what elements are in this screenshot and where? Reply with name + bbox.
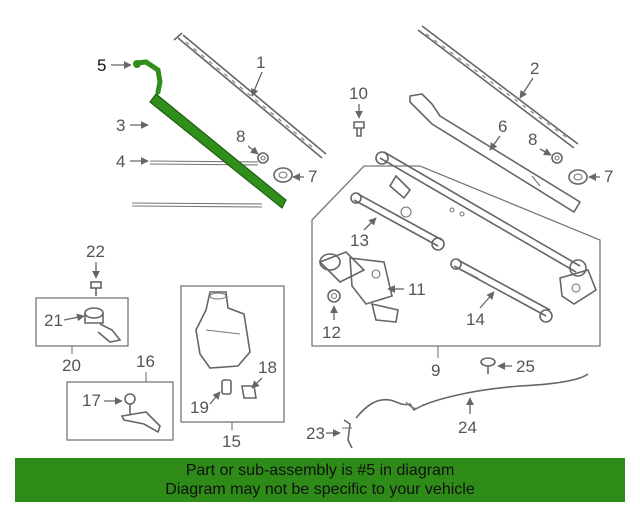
part-12-grommet[interactable] — [327, 289, 341, 303]
leader-8-left — [247, 145, 259, 155]
leader-19 — [209, 391, 221, 405]
part-6-wiper-arm[interactable] — [409, 93, 582, 214]
callout-11[interactable]: 11 — [408, 280, 426, 299]
linkage-pivot-right[interactable] — [559, 269, 597, 305]
part-11-wiper-motor[interactable] — [318, 251, 399, 323]
banner-line-1: Part or sub-assembly is #5 in diagram — [185, 462, 455, 479]
banner-line-2: Diagram may not be specific to your vehi… — [165, 481, 475, 498]
leader-14 — [479, 291, 495, 309]
leader-13 — [363, 217, 377, 231]
part-2-wiper-blade[interactable] — [417, 25, 579, 149]
callout-3[interactable]: 3 — [116, 116, 125, 135]
part-5-wiper-arm-highlighted[interactable] — [133, 59, 287, 209]
callout-15[interactable]: 15 — [222, 432, 241, 451]
part-9-linkage-assembly-frame[interactable] — [311, 165, 601, 347]
callout-16[interactable]: 16 — [136, 352, 155, 371]
part-8-nut-right[interactable] — [551, 152, 563, 164]
washer-reservoir-tank[interactable] — [195, 291, 251, 369]
callout-7-right[interactable]: 7 — [604, 167, 613, 186]
callout-24[interactable]: 24 — [458, 418, 477, 437]
callout-19[interactable]: 19 — [190, 398, 209, 417]
part-14-link-rod[interactable] — [450, 258, 553, 323]
part-21-washer-cap[interactable] — [84, 307, 122, 343]
callout-18[interactable]: 18 — [258, 358, 277, 377]
callout-20[interactable]: 20 — [62, 356, 81, 375]
parts-diagram: 1 2 3 4 5 6 8 7 — [35, 25, 613, 451]
callout-22[interactable]: 22 — [86, 242, 105, 261]
part-25-nozzle[interactable] — [480, 357, 496, 374]
leader-1 — [251, 71, 263, 97]
linkage-main-rod[interactable] — [375, 151, 587, 277]
callout-23[interactable]: 23 — [306, 424, 325, 443]
callout-12[interactable]: 12 — [322, 323, 341, 342]
callout-8-left[interactable]: 8 — [236, 127, 245, 146]
callout-17[interactable]: 17 — [82, 391, 101, 410]
info-banner: Part or sub-assembly is #5 in diagram Di… — [15, 458, 625, 502]
part-24-washer-hose[interactable] — [355, 373, 589, 419]
part-17-bolt-bracket[interactable] — [120, 393, 161, 434]
callout-7-left[interactable]: 7 — [308, 167, 317, 186]
part-8-nut-left[interactable] — [257, 152, 269, 164]
leader-8-right — [539, 148, 552, 156]
blade-refill-strip[interactable] — [131, 202, 263, 208]
callout-21[interactable]: 21 — [44, 311, 63, 330]
leader-2 — [519, 77, 534, 99]
callout-6[interactable]: 6 — [498, 117, 507, 136]
callout-2[interactable]: 2 — [530, 59, 539, 78]
callout-9[interactable]: 9 — [431, 361, 440, 380]
callout-4[interactable]: 4 — [116, 152, 125, 171]
callout-1[interactable]: 1 — [256, 53, 265, 72]
part-13-link-rod[interactable] — [350, 192, 445, 251]
leader-18 — [251, 377, 263, 389]
part-10-bolt[interactable] — [353, 121, 365, 137]
callout-13[interactable]: 13 — [350, 231, 369, 250]
part-19-pump[interactable] — [221, 379, 232, 395]
leader-21 — [63, 313, 85, 322]
callout-14[interactable]: 14 — [466, 310, 485, 329]
part-20-pump-assembly-box[interactable] — [35, 297, 129, 347]
callout-10[interactable]: 10 — [349, 84, 368, 103]
part-7-cap-right[interactable] — [568, 169, 588, 185]
part-7-cap-left[interactable] — [273, 167, 293, 183]
part-16-bracket-box[interactable] — [66, 381, 174, 441]
callout-8-right[interactable]: 8 — [528, 130, 537, 149]
callout-5[interactable]: 5 — [97, 56, 106, 75]
part-22-bolt[interactable] — [90, 281, 102, 296]
callout-25[interactable]: 25 — [516, 357, 535, 376]
part-23-hose-connector[interactable] — [342, 419, 353, 449]
part-18-grommet[interactable] — [241, 385, 257, 399]
leader-6 — [489, 135, 501, 151]
